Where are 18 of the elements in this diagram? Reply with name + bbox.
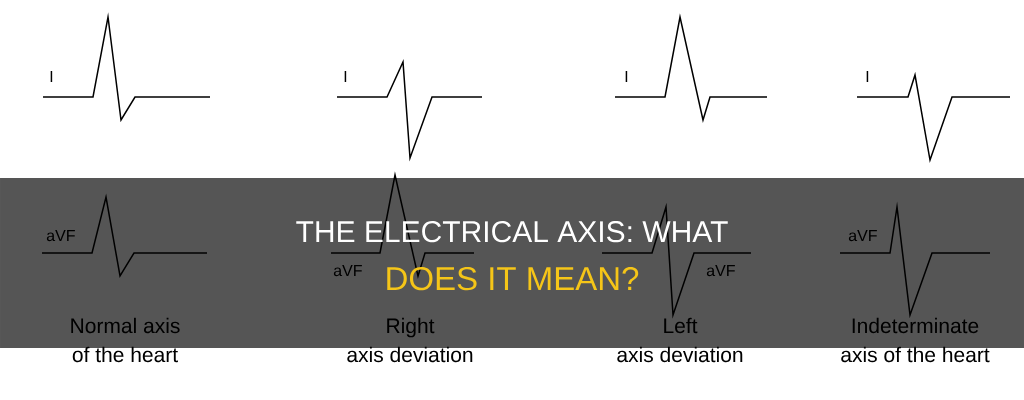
lead-label: I — [625, 71, 628, 82]
lead-label: aVF — [333, 265, 362, 277]
caption-text: Left — [664, 317, 698, 334]
caption-text: Indeterminate — [852, 317, 979, 334]
title-text: THE ELECTRICAL AXIS: WHAT — [296, 221, 728, 243]
caption-text: of the heart — [72, 346, 178, 363]
lead-label: I — [866, 71, 869, 82]
caption-text: axis of the heart — [841, 346, 990, 363]
lead-label: aVF — [46, 230, 75, 242]
lead-label: aVF — [706, 265, 735, 277]
caption-text: Normal axis — [71, 317, 180, 334]
caption-text: Right — [387, 317, 435, 338]
caption-text: axis deviation — [347, 346, 473, 363]
lead-label: I — [344, 71, 347, 82]
caption-text: axis deviation — [617, 346, 743, 363]
title-text: DOES IT MEAN? — [387, 266, 639, 291]
lead-label: aVF — [848, 230, 877, 242]
lead-label: I — [50, 71, 53, 82]
